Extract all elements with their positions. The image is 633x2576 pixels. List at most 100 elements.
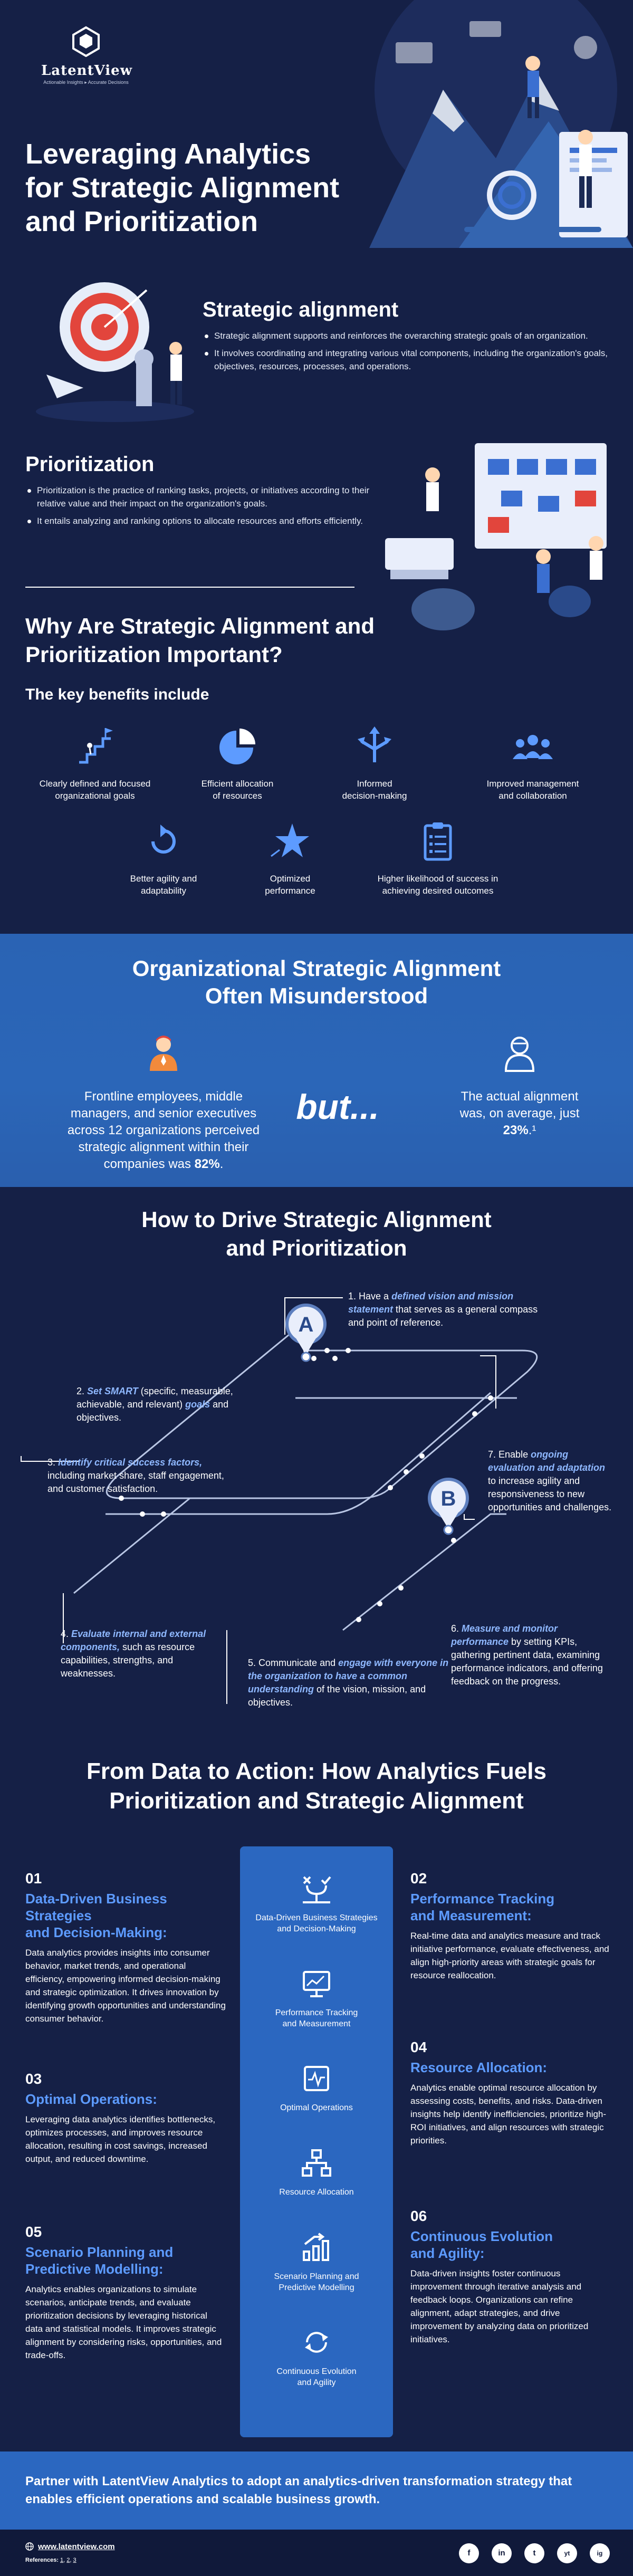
pulse-chart-icon bbox=[304, 2066, 329, 2091]
step-7: 7. Enable ongoing evaluation and adaptat… bbox=[488, 1449, 612, 1512]
step-1: 1. Have a defined vision and mission sta… bbox=[348, 1291, 538, 1328]
cycle-icon bbox=[151, 825, 176, 854]
pie-chart-icon bbox=[219, 729, 255, 764]
target-illustration bbox=[36, 282, 194, 422]
bullet-item: Prioritization is the practice of rankin… bbox=[25, 484, 384, 510]
decision-check-icon bbox=[303, 1876, 331, 1903]
twitter-icon[interactable]: t bbox=[524, 2543, 544, 2563]
pillar-item: Optimal Operations bbox=[240, 2063, 393, 2113]
bar-growth-icon bbox=[303, 2233, 329, 2261]
hero-section: LatentView Actionable Insights ▸ Accurat… bbox=[0, 0, 633, 248]
logo-mark-icon bbox=[72, 26, 100, 58]
team-board-illustration bbox=[385, 443, 607, 630]
misunderstood-title: Organizational Strategic Alignment Often… bbox=[132, 956, 501, 1008]
step-4: 4. Evaluate internal and external compon… bbox=[61, 1629, 206, 1679]
website-link[interactable]: www.latentview.com bbox=[25, 2542, 115, 2551]
step-6: 6. Measure and monitor performance by se… bbox=[451, 1623, 603, 1687]
linkedin-icon[interactable]: in bbox=[492, 2543, 512, 2563]
section-divider bbox=[25, 587, 354, 588]
prioritization-bullets: Prioritization is the practice of rankin… bbox=[25, 484, 384, 528]
brand-name: LatentView bbox=[41, 63, 133, 79]
step-3: 3. Identify critical success factors, in… bbox=[47, 1457, 224, 1494]
prioritization-section: Prioritization Prioritization is the pra… bbox=[25, 453, 384, 532]
data-to-action-title: From Data to Action: How Analytics Fuels… bbox=[87, 1758, 546, 1814]
instagram-icon[interactable]: ig bbox=[590, 2543, 610, 2563]
page-footer: www.latentview.com References: 1, 2, 3 f… bbox=[0, 2530, 633, 2576]
actual-value: 23% bbox=[503, 1123, 529, 1137]
strategic-alignment-section: Strategic alignment Strategic alignment … bbox=[203, 298, 614, 377]
reference-link[interactable]: 2 bbox=[66, 2557, 70, 2563]
partner-cta-banner: Partner with LatentView Analytics to ado… bbox=[0, 2451, 633, 2530]
pillar-item: Resource Allocation bbox=[240, 2147, 393, 2198]
page-title: Leveraging Analytics for Strategic Align… bbox=[25, 138, 340, 237]
bullet-item: Strategic alignment supports and reinfor… bbox=[203, 329, 614, 342]
reference-link[interactable]: 1 bbox=[60, 2557, 64, 2563]
why-section-title: Why Are Strategic Alignment and Prioriti… bbox=[25, 614, 375, 667]
actual-alignment-text: The actual alignment was, on average, ju… bbox=[459, 1089, 580, 1137]
section-title-strategic-alignment: Strategic alignment bbox=[203, 298, 399, 321]
monitor-chart-icon bbox=[303, 1971, 330, 1997]
section-title-prioritization: Prioritization bbox=[25, 453, 155, 476]
globe-icon bbox=[25, 2542, 34, 2551]
star-icon bbox=[271, 823, 309, 857]
youtube-icon[interactable]: yt bbox=[557, 2543, 577, 2563]
perceived-alignment-stat: Frontline employees, middle managers, an… bbox=[58, 1034, 269, 1173]
marker-a bbox=[285, 1304, 327, 1362]
actual-alignment-stat: The actual alignment was, on average, ju… bbox=[430, 1034, 609, 1139]
how-section-title: How to Drive Strategic Alignment and Pri… bbox=[141, 1207, 492, 1260]
but-connector: but... bbox=[296, 1087, 379, 1126]
hero-illustration bbox=[369, 0, 633, 248]
employee-icon bbox=[150, 1036, 177, 1071]
references: References: 1, 2, 3 bbox=[25, 2557, 76, 2563]
network-icon bbox=[302, 2149, 331, 2177]
analytics-card-04: 04 Resource Allocation: Analytics enable… bbox=[410, 2039, 607, 2146]
step-2: 2. Set SMART (specific, measurable, achi… bbox=[76, 1386, 233, 1423]
perceived-value: 82% bbox=[194, 1157, 220, 1171]
brand-logo[interactable]: LatentView Actionable Insights ▸ Accurat… bbox=[41, 25, 133, 85]
clipboard-icon bbox=[424, 822, 452, 861]
key-benefits-subtitle: The key benefits include bbox=[25, 686, 209, 703]
roadmap-path-illustration: A B bbox=[21, 1297, 538, 1704]
marker-b-label: B bbox=[441, 1487, 456, 1510]
brand-tagline: Actionable Insights ▸ Accurate Decisions bbox=[43, 80, 129, 85]
reference-link[interactable]: 3 bbox=[73, 2557, 76, 2563]
bullet-item: It involves coordinating and integrating… bbox=[203, 347, 614, 373]
misunderstood-section: Organizational Strategic Alignment Often… bbox=[0, 934, 633, 1187]
stairs-flag-icon bbox=[79, 728, 113, 764]
marker-a-label: A bbox=[299, 1313, 314, 1336]
perceived-alignment-text: Frontline employees, middle managers, an… bbox=[67, 1089, 260, 1171]
user-outline-icon bbox=[504, 1037, 535, 1072]
strategic-alignment-bullets: Strategic alignment supports and reinfor… bbox=[203, 329, 614, 373]
bullet-item: It entails analyzing and ranking options… bbox=[25, 514, 384, 528]
partner-cta-text: Partner with LatentView Analytics to ado… bbox=[25, 2474, 572, 2506]
team-icon bbox=[513, 735, 553, 759]
analytics-card-03: 03 Optimal Operations: Leveraging data a… bbox=[25, 2071, 216, 2164]
refresh-cycle-icon bbox=[305, 2332, 328, 2353]
facebook-icon[interactable]: f bbox=[459, 2543, 479, 2563]
arrows-icon bbox=[358, 726, 391, 762]
marker-b bbox=[428, 1478, 469, 1535]
